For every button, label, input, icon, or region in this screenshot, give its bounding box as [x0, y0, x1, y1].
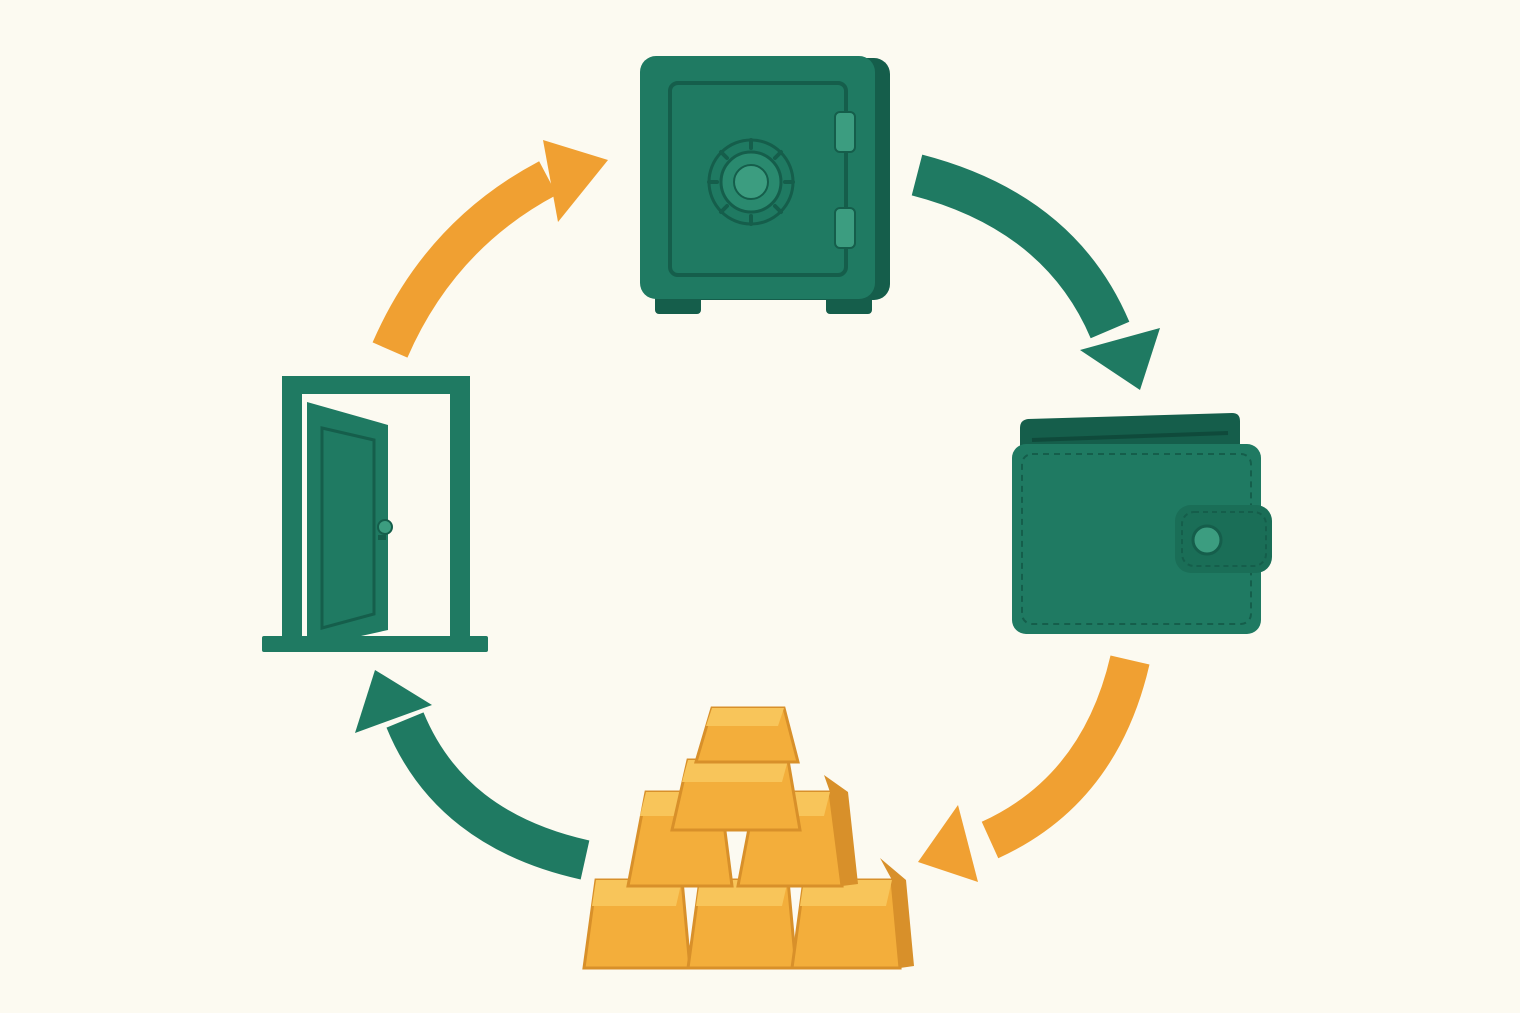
- safe-icon: [640, 56, 890, 314]
- arrow-safe-to-wallet: [911, 154, 1160, 390]
- open-door-icon: [262, 376, 488, 652]
- arrow-door-to-safe: [372, 140, 608, 358]
- arrow-wallet-to-gold: [918, 655, 1150, 882]
- wallet-icon: [1012, 413, 1272, 634]
- dial: [707, 138, 795, 226]
- gold-bar: [790, 878, 902, 970]
- gold-bar: [693, 706, 800, 764]
- gold-bar: [670, 758, 802, 832]
- gold-bars-icon: [582, 706, 914, 970]
- arrow-gold-to-door: [355, 670, 590, 880]
- gold-bar: [686, 878, 798, 970]
- gold-bar: [582, 878, 692, 970]
